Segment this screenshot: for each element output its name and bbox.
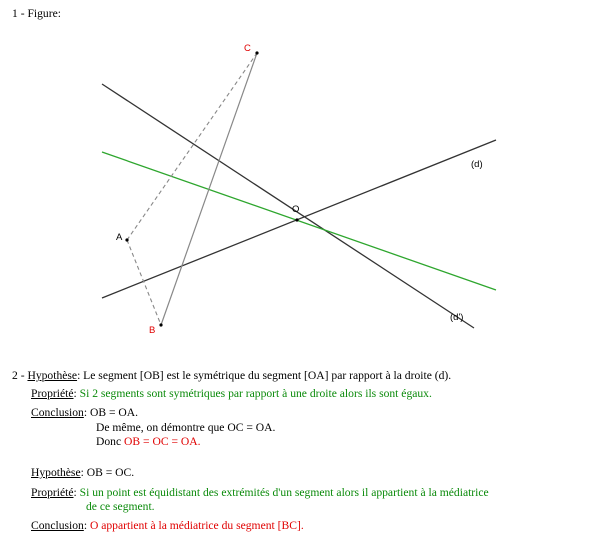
conclusion-1-line3-prefix: Donc <box>96 435 125 448</box>
property-1-text: Si 2 segments sont symétriques par rappo… <box>79 387 432 400</box>
line-mediatrice <box>101 151 497 291</box>
conclusion-1: Conclusion: OB = OA. <box>31 406 138 420</box>
hypothesis-1: 2 - Hypothèse: Le segment [OB] est le sy… <box>12 369 451 383</box>
property-2-text-line2: de ce segment. <box>86 500 155 513</box>
point-a-dot <box>125 238 129 242</box>
figure-heading: 1 - Figure: <box>12 7 61 20</box>
section-number: 2 - <box>12 369 28 382</box>
conclusion-1-result: OB = OC = OA. <box>124 435 201 448</box>
point-o-label: O <box>292 204 299 215</box>
property-1: Propriété: Si 2 segments sont symétrique… <box>31 387 432 401</box>
hypothesis-2-text: : OB = OC. <box>80 466 135 479</box>
line-d-prime-label: (d') <box>450 312 463 323</box>
property-2-text-line1: Si un point est équidistant des extrémit… <box>79 486 489 499</box>
geometry-figure: C A B O (d) (d') <box>101 43 497 336</box>
point-c-dot <box>255 51 259 55</box>
conclusion-1-line2: De même, on démontre que OC = OA. <box>96 421 276 434</box>
conclusion-1-line3: Donc OB = OC = OA. <box>96 435 201 449</box>
line-d-label: (d) <box>471 159 483 170</box>
conclusion-2-colon: : <box>83 519 90 532</box>
conclusion-1-label: Conclusion <box>31 406 84 419</box>
property-2-colon: : <box>73 486 80 499</box>
line-d <box>101 139 497 299</box>
segment-ac-dashed <box>126 52 258 241</box>
point-c-label: C <box>244 43 251 54</box>
property-1-colon: : <box>73 387 80 400</box>
property-2: Propriété: Si un point est équidistant d… <box>31 486 489 500</box>
hypothesis-2-label: Hypothèse <box>31 466 81 479</box>
property-1-label: Propriété <box>31 387 74 400</box>
hypothesis-1-text: : Le segment [OB] est le symétrique du s… <box>77 369 452 382</box>
conclusion-2: Conclusion: O appartient à la médiatrice… <box>31 519 304 533</box>
hypothesis-2: Hypothèse: OB = OC. <box>31 466 134 480</box>
point-b-dot <box>159 323 163 327</box>
conclusion-2-label: Conclusion <box>31 519 84 532</box>
point-a-label: A <box>116 232 123 243</box>
point-o-dot <box>295 218 299 222</box>
segment-ab-dashed <box>126 239 162 326</box>
line-d-prime <box>101 83 475 329</box>
conclusion-1-text: : OB = OA. <box>83 406 139 419</box>
hypothesis-1-label: Hypothèse <box>27 369 78 382</box>
property-2-label: Propriété <box>31 486 74 499</box>
segment-bc <box>160 52 258 326</box>
point-b-label: B <box>149 325 155 336</box>
conclusion-2-text: O appartient à la médiatrice du segment … <box>89 519 304 532</box>
